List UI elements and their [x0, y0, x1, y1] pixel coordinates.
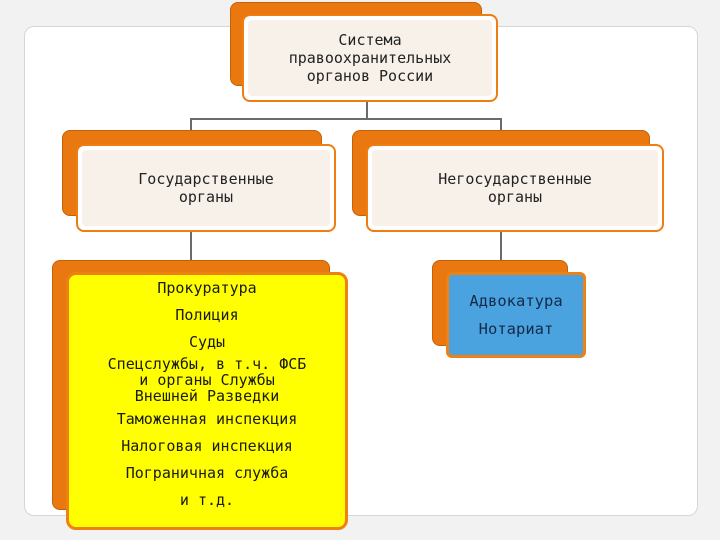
top-box-line-1: Система: [338, 31, 402, 49]
list-item-customs: Таможенная инспекция: [116, 410, 298, 428]
list-item-courts: Суды: [188, 333, 226, 351]
nonstate-organs-line-2: органы: [487, 188, 543, 206]
list-item-notary: Нотариат: [478, 320, 554, 338]
nonstate-organs-box: Негосударственные органы: [366, 144, 664, 232]
nonstate-organs-list: Адвокатура Нотариат: [446, 272, 586, 358]
left-box-inner: [82, 150, 330, 226]
list-item-advocacy: Адвокатура: [469, 292, 563, 310]
list-item-etc: и т.д.: [179, 491, 235, 509]
top-box-line-2: правоохранительных: [288, 49, 452, 67]
state-organs-box: Государственные органы: [76, 144, 336, 232]
top-box: Система правоохранительных органов Росси…: [242, 14, 498, 102]
nonstate-organs-line-1: Негосударственные: [438, 170, 592, 188]
connector-right-down: [500, 230, 502, 264]
top-box-line-3: органов России: [306, 67, 434, 85]
list-item-tax: Налоговая инспекция: [121, 437, 293, 455]
list-item-police: Полиция: [175, 306, 239, 324]
list-item-prosecutor: Прокуратура: [157, 279, 257, 297]
connector-horizontal: [190, 118, 502, 120]
connector-top-vertical: [366, 102, 368, 120]
connector-left-down: [190, 230, 192, 264]
state-organs-list: Прокуратура Полиция Суды Спецслужбы, в т…: [66, 272, 348, 530]
right-box-inner: [372, 150, 658, 226]
top-box-inner: [248, 20, 492, 96]
state-organs-line-1: Государственные: [138, 170, 274, 188]
list-item-border: Пограничная служба: [125, 464, 289, 482]
state-organs-line-2: органы: [178, 188, 234, 206]
list-item-special-services: Спецслужбы, в т.ч. ФСБ и органы Службы В…: [107, 355, 307, 405]
